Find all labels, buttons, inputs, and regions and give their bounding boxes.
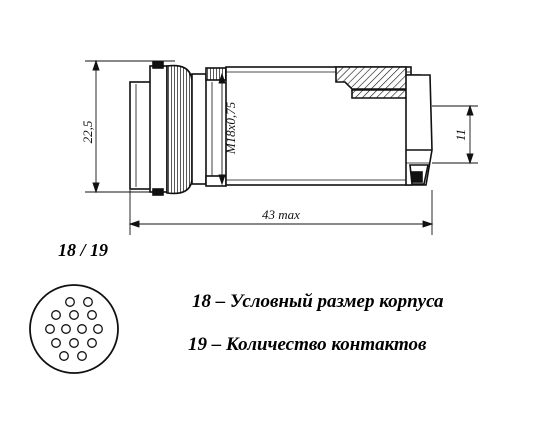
contact-pin (87, 338, 97, 348)
legend-line-1: 18 – Условный размер корпуса (192, 291, 444, 312)
legend-line-2: 19 – Количество контактов (188, 334, 427, 355)
threaded-body (225, 66, 412, 186)
contact-pin (77, 324, 87, 334)
contact-pin (45, 324, 55, 334)
contact-pin (93, 324, 103, 334)
contact-pin (77, 351, 87, 361)
contact-pin (87, 310, 97, 320)
thread-dimension-label: M18x0,75 (223, 101, 238, 155)
contact-pins (45, 297, 103, 361)
contact-pin (61, 324, 71, 334)
height-dimension-label: 22,5 (80, 120, 95, 143)
contact-pin (51, 310, 61, 320)
contact-pin (69, 310, 79, 320)
insert-outline (29, 284, 119, 374)
contact-pin (59, 351, 69, 361)
coupling-flange (149, 65, 168, 193)
contact-pin (51, 338, 61, 348)
plug-insert (129, 81, 153, 190)
body-ring (191, 73, 207, 185)
knurled-coupling-nut (166, 64, 193, 195)
cable-nut (405, 74, 433, 186)
connector-side-view (129, 61, 433, 196)
wrench-dimension-label: 11 (453, 129, 468, 141)
contact-layout (29, 284, 119, 374)
dimension-lines (85, 59, 478, 235)
contact-pin (69, 338, 79, 348)
clamp-section-lower (351, 89, 413, 99)
length-dimension-label: 43 max (262, 207, 300, 222)
contact-pin (65, 297, 75, 307)
designation-label: 18 / 19 (58, 240, 108, 260)
contact-pin (83, 297, 93, 307)
